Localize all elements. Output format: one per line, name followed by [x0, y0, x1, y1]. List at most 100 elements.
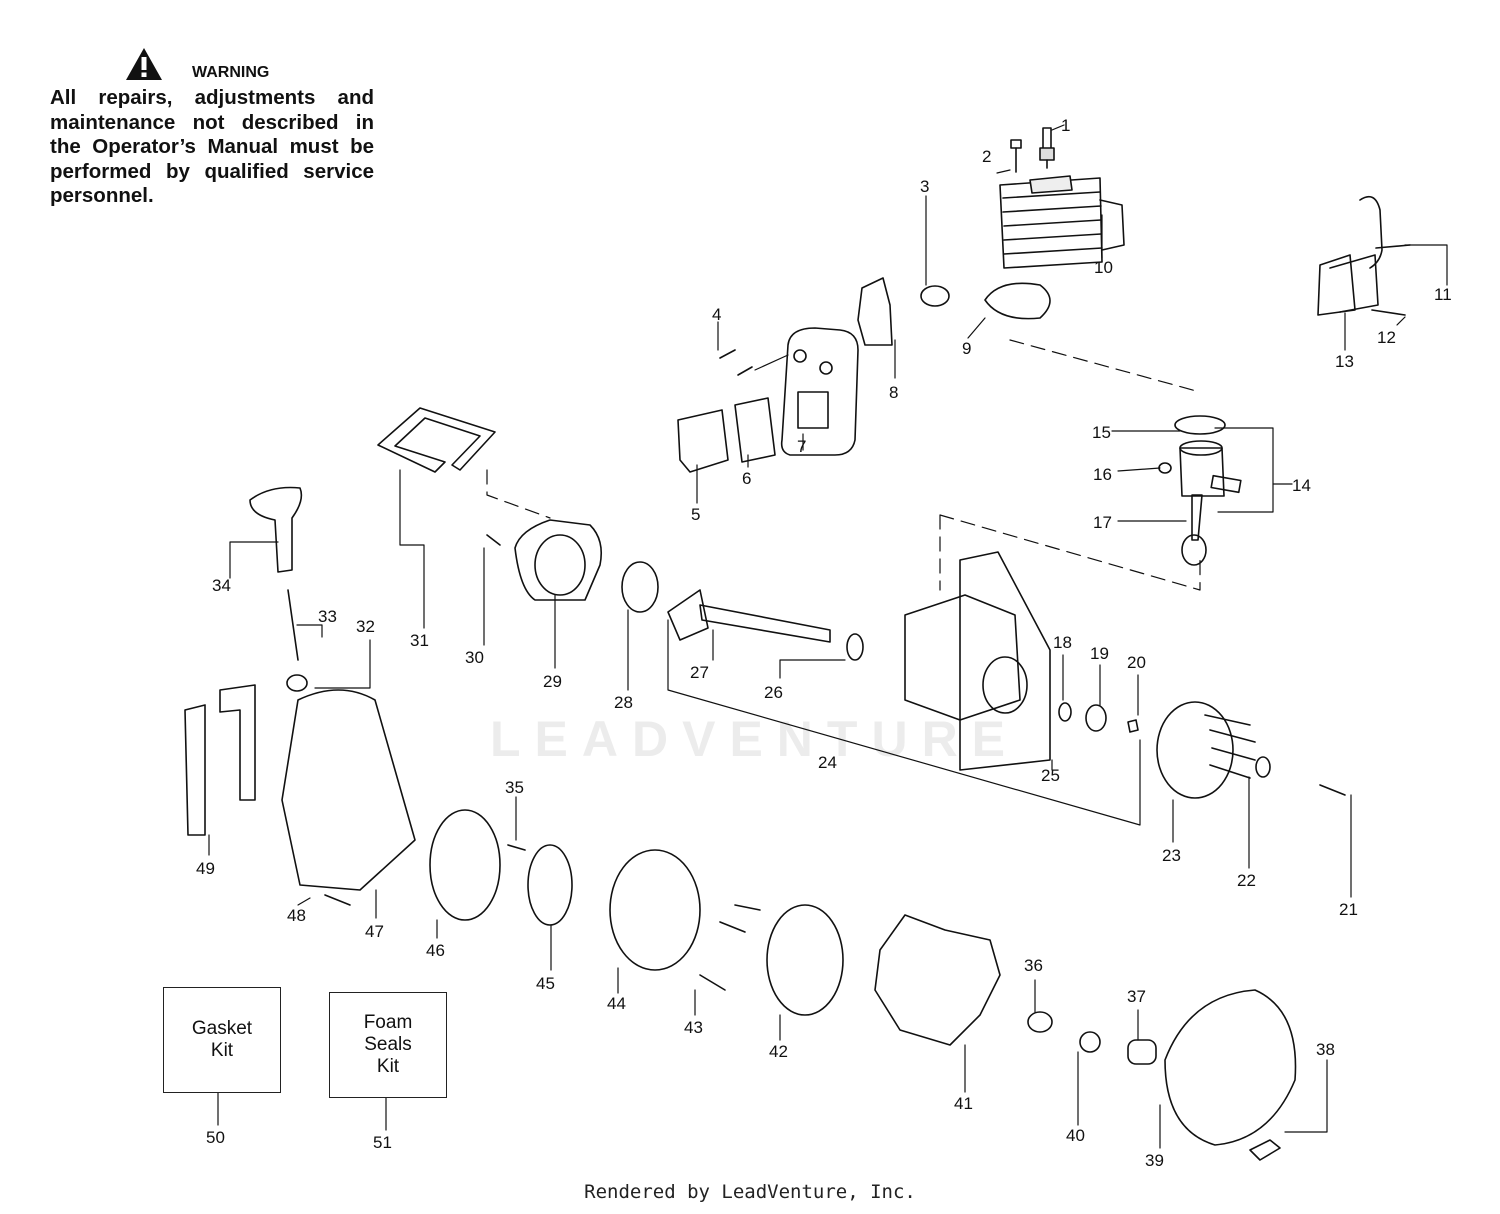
callout-1: 1: [1061, 116, 1070, 135]
impeller-drawing: [874, 914, 1001, 1046]
muffler-cover-drawing: [677, 409, 729, 473]
callout-19: 19: [1090, 644, 1109, 663]
housing-screw-drawing: [324, 894, 351, 906]
callout-28: 28: [614, 693, 633, 712]
callout-3: 3: [920, 177, 929, 196]
kit-number-50: 50: [206, 1128, 225, 1147]
render-credit: Rendered by LeadVenture, Inc.: [584, 1181, 916, 1203]
callout-9: 9: [962, 339, 971, 358]
crank-bearing-drawing: [846, 633, 864, 661]
callout-11: 11: [1434, 285, 1452, 304]
callout-49: 49: [196, 859, 215, 878]
muffler-gasket-drawing: [734, 397, 776, 463]
pulley-screw-drawing: [507, 844, 526, 851]
cylinder-bolt-drawing: [1010, 139, 1022, 173]
callout-33: 33: [318, 607, 337, 626]
callout-14: 14: [1292, 476, 1311, 495]
crankcase-drawing: [904, 551, 1051, 771]
callout-8: 8: [889, 383, 898, 402]
callout-35: 35: [505, 778, 524, 797]
callout-13: 13: [1335, 352, 1354, 371]
warning-text: All repairs, adjustments and maintenance…: [50, 86, 374, 207]
cylinder-drawing: [999, 175, 1125, 269]
callout-31: 31: [410, 631, 429, 650]
foam-seals-kit-label: Foam Seals Kit: [363, 1012, 413, 1077]
callout-18: 18: [1053, 633, 1072, 652]
warning-title: WARNING: [192, 64, 270, 81]
callout-26: 26: [764, 683, 783, 702]
crankcase-seal-drawing: [1058, 702, 1072, 722]
callout-42: 42: [769, 1042, 788, 1061]
crankcase-bearing-drawing: [1085, 704, 1107, 732]
piston-drawing: [1179, 440, 1242, 497]
watermark-text: LEADVENTURE: [490, 711, 1020, 767]
kit-number-51: 51: [373, 1133, 392, 1152]
muffler-drawing: [780, 327, 859, 456]
connecting-rod-drawing: [1181, 494, 1207, 566]
callout-39: 39: [1145, 1151, 1164, 1170]
callout-38: 38: [1316, 1040, 1335, 1059]
callout-6: 6: [742, 469, 751, 488]
carburetor-adapter-drawing: [514, 519, 603, 601]
callout-46: 46: [426, 941, 445, 960]
starter-handle-drawing: [249, 486, 303, 573]
impeller-spacer-drawing: [1127, 1039, 1157, 1065]
blower-cover-drawing: [1164, 989, 1297, 1146]
callout-7: 7: [797, 437, 806, 456]
callout-15: 15: [1092, 423, 1111, 442]
impeller-nut-drawing: [1079, 1031, 1101, 1053]
crank-key-drawing: [1127, 719, 1139, 733]
callout-40: 40: [1066, 1126, 1085, 1145]
callout-10: 10: [1094, 258, 1113, 277]
module-screw-drawing: [1371, 309, 1406, 316]
gasket-kit-label: Gasket Kit: [191, 1018, 253, 1061]
cylinder-gasket-drawing: [984, 282, 1051, 320]
flywheel-washer-drawing: [1255, 756, 1271, 778]
leader-lines: [208, 124, 1448, 1149]
foam-seals-drawing: [184, 684, 256, 836]
callout-29: 29: [543, 672, 562, 691]
callout-43: 43: [684, 1018, 703, 1037]
flywheel-pin-drawing: [1319, 784, 1346, 796]
intake-boot-drawing: [920, 285, 950, 307]
callout-25: 25: [1041, 766, 1060, 785]
warning-triangle-icon: [126, 48, 162, 80]
rope-grommet-drawing: [286, 674, 308, 692]
blower-housing-drawing: [281, 689, 416, 891]
spark-plug-drawing: [1039, 127, 1055, 169]
cover-screw-drawing: [1249, 1139, 1281, 1161]
callout-37: 37: [1127, 987, 1146, 1006]
piston-ring-drawing: [1174, 415, 1226, 435]
foam-seals-kit-box: Foam Seals Kit: [329, 992, 447, 1098]
crankshaft-drawing: [667, 589, 831, 643]
muffler-screws-drawing: [719, 349, 753, 376]
callout-30: 30: [465, 648, 484, 667]
callout-44: 44: [607, 994, 626, 1013]
callout-2: 2: [982, 147, 991, 166]
starter-screws-drawing: [699, 904, 761, 991]
o-ring-drawing: [621, 561, 659, 613]
gasket-kit-box: Gasket Kit: [163, 987, 281, 1093]
starter-housing-drawing: [609, 849, 701, 971]
callout-21: 21: [1339, 900, 1358, 919]
callout-36: 36: [1024, 956, 1043, 975]
piston-clip-drawing: [1158, 462, 1172, 474]
callout-32: 32: [356, 617, 375, 636]
muffler-plate-drawing: [857, 277, 893, 346]
callout-47: 47: [365, 922, 384, 941]
starter-rope-drawing: [287, 589, 299, 661]
adapter-screw-drawing: [486, 534, 501, 546]
fan-cover-drawing: [766, 904, 844, 1016]
callout-48: 48: [287, 906, 306, 925]
callout-34: 34: [212, 576, 231, 595]
callout-16: 16: [1093, 465, 1112, 484]
callout-27: 27: [690, 663, 709, 682]
callout-20: 20: [1127, 653, 1146, 672]
callout-41: 41: [954, 1094, 973, 1113]
air-filter-frame-drawing: [377, 407, 496, 473]
callout-23: 23: [1162, 846, 1181, 865]
impeller-washer-drawing: [1027, 1011, 1053, 1033]
callout-22: 22: [1237, 871, 1256, 890]
callout-45: 45: [536, 974, 555, 993]
starter-pulley-drawing: [429, 809, 501, 921]
